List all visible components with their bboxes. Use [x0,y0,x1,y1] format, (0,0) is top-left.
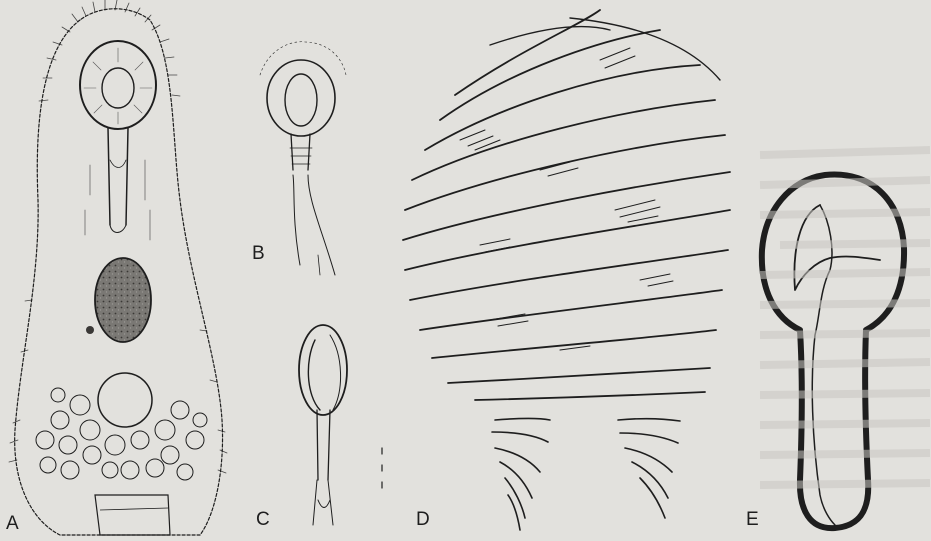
cytostome-region [95,495,170,535]
cross-hatch-marks [460,48,673,350]
micronucleus [86,326,94,334]
cilia-fringe [9,0,227,473]
lower-arcs [492,419,680,531]
panel-e-drawing [762,175,904,529]
panel-c-drawing [299,325,382,525]
bulb-radial-lines [84,48,152,124]
panel-label-a: A [6,514,19,533]
cell-bulb-vacuole [102,68,134,108]
panel-b-drawing [260,42,346,275]
cell-stalk [108,128,128,225]
panel-label-c: C [256,510,270,529]
panel-d-drawing [403,10,730,530]
food-vacuoles [36,373,207,535]
cell-nucleus [95,258,151,342]
bulb-heavy-outline [762,175,904,529]
panel-label-d: D [416,510,430,529]
panel-label-b: B [252,244,265,263]
panel-label-e: E [746,510,759,529]
